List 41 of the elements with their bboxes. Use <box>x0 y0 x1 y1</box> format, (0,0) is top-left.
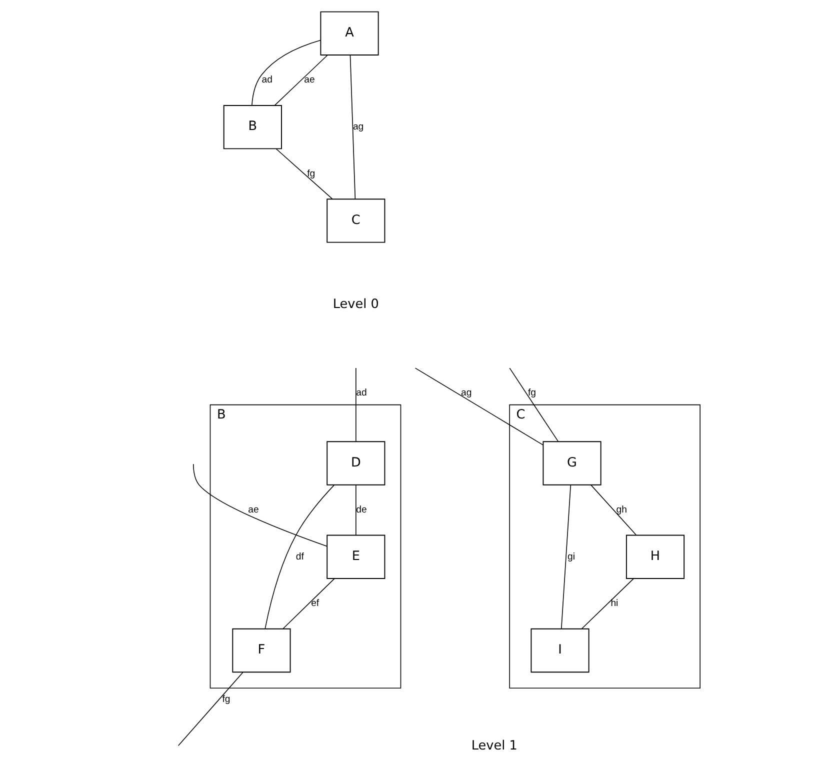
connector <box>264 484 334 630</box>
edge-label: ae <box>304 74 314 86</box>
connector <box>580 578 634 629</box>
connector <box>414 368 543 446</box>
connector <box>560 484 571 630</box>
connector <box>251 40 320 106</box>
edge-label: ag <box>352 122 364 133</box>
connector <box>355 484 356 536</box>
connector <box>275 148 332 200</box>
node-box: I <box>530 628 589 673</box>
node-box: A <box>320 11 378 56</box>
edge-label: fg <box>527 388 536 399</box>
connector <box>192 464 327 547</box>
node-box: F <box>232 628 290 673</box>
node-box: G <box>542 441 601 486</box>
connector <box>349 54 356 200</box>
connector <box>274 54 328 106</box>
edge-label: de <box>356 504 366 516</box>
edge-label: fg <box>306 168 315 180</box>
edge-label: fg <box>222 694 230 706</box>
node-box: E <box>326 534 385 579</box>
edge-label: ae <box>248 504 258 516</box>
label: Level 0 <box>332 296 378 312</box>
connector <box>590 484 636 536</box>
label: Level 1 <box>470 738 517 754</box>
node-box: C <box>326 198 385 243</box>
node-box: H <box>625 534 684 579</box>
connector <box>177 672 243 746</box>
edge-label: hi <box>610 598 618 610</box>
connector <box>508 368 558 442</box>
edge-label: df <box>295 551 304 562</box>
edge-label: ad <box>356 388 366 399</box>
node-box: B <box>222 104 282 150</box>
node-box: D <box>326 441 385 486</box>
edge-label: ad <box>261 74 272 86</box>
connector <box>355 368 356 442</box>
edge-label: ag <box>460 388 472 399</box>
edge-label: ef <box>310 598 319 610</box>
connector <box>282 578 334 629</box>
edge-label: gi <box>566 551 574 562</box>
edge-label: gh <box>616 504 626 516</box>
